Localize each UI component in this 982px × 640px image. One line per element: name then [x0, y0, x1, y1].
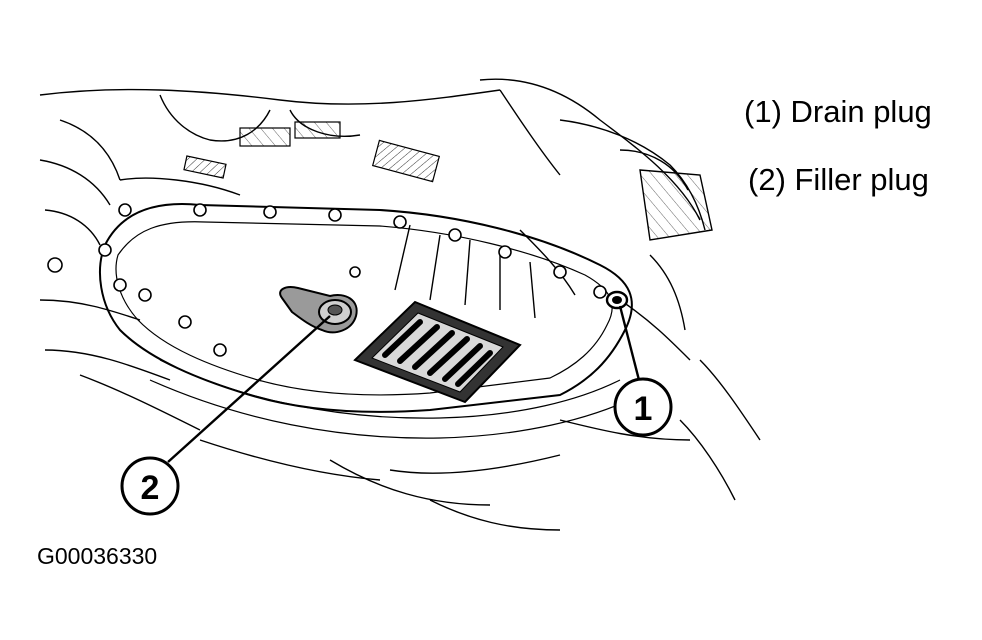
callout-2: 2 [120, 456, 180, 516]
callout-1: 1 [613, 377, 673, 437]
upper-brackets [183, 121, 441, 183]
drain-plug [605, 290, 629, 310]
callout-1-number: 1 [634, 390, 653, 428]
leader-line-drain-plug [618, 305, 642, 385]
figure-id: G00036330 [37, 543, 158, 569]
filler-plug [279, 286, 358, 334]
engine-components-background [39, 78, 761, 531]
oil-filter-strainer [353, 300, 522, 404]
oil-pan [99, 203, 641, 439]
legend-drain-plug: (1) Drain plug [744, 94, 932, 129]
pan-bolts [47, 203, 607, 357]
callout-2-number: 2 [141, 469, 160, 507]
leader-line-filler-plug [167, 315, 331, 463]
legend-filler-plug: (2) Filler plug [748, 162, 929, 197]
leader-lines [167, 305, 642, 463]
